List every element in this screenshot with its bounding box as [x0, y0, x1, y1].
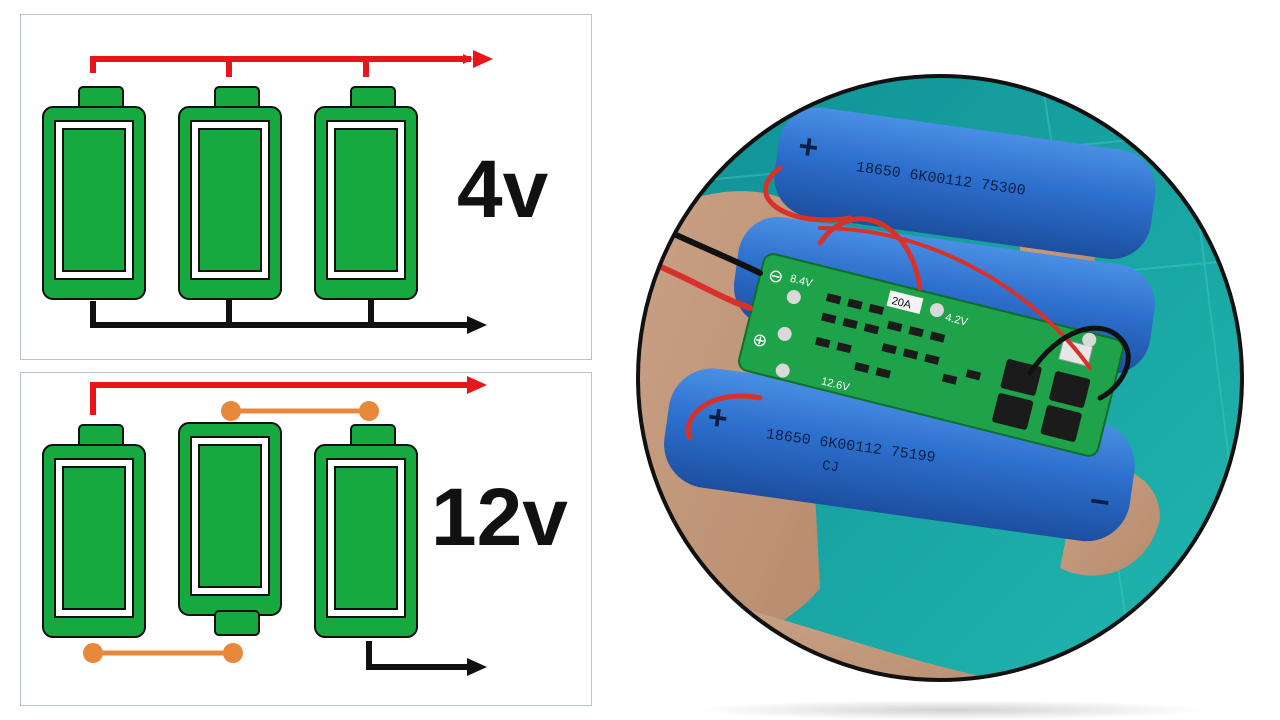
negative-wire: [366, 641, 487, 676]
series-diagram: [42, 376, 487, 676]
battery-icon: [42, 86, 146, 300]
bms-8v4-label: 8.4V: [789, 273, 815, 290]
parallel-diagram-panel: 4v: [20, 14, 592, 360]
photo-shadow: [690, 700, 1210, 720]
cj-mark: CJ: [821, 458, 840, 476]
parallel-voltage-label: 4v: [457, 144, 549, 235]
series-link: [83, 643, 243, 663]
negative-wire: [90, 299, 487, 334]
series-link: [221, 401, 379, 421]
battery-icon: [178, 86, 282, 300]
photo-frame: [636, 74, 1244, 682]
bms-minus-icon: ⊖: [766, 265, 785, 288]
battery-pack-illustration: + 18650 6K00112 75300 + 18650 6K00112 75…: [636, 74, 1244, 682]
bms-20a-label: 20A: [890, 295, 913, 312]
battery-icon: [314, 86, 418, 300]
positive-wire: [90, 50, 493, 77]
bms-plus-icon: ⊕: [750, 329, 769, 352]
series-voltage-label: 12v: [431, 472, 568, 563]
battery-pack-photo: + 18650 6K00112 75300 + 18650 6K00112 75…: [620, 68, 1260, 708]
parallel-diagram: [42, 50, 493, 334]
battery-icon: [42, 424, 146, 638]
series-diagram-panel: 12v: [20, 372, 592, 706]
battery-icon: [314, 424, 418, 638]
positive-wire: [90, 376, 487, 415]
battery-icon: [178, 422, 282, 636]
bms-4v2-label: 4.2V: [944, 312, 970, 329]
